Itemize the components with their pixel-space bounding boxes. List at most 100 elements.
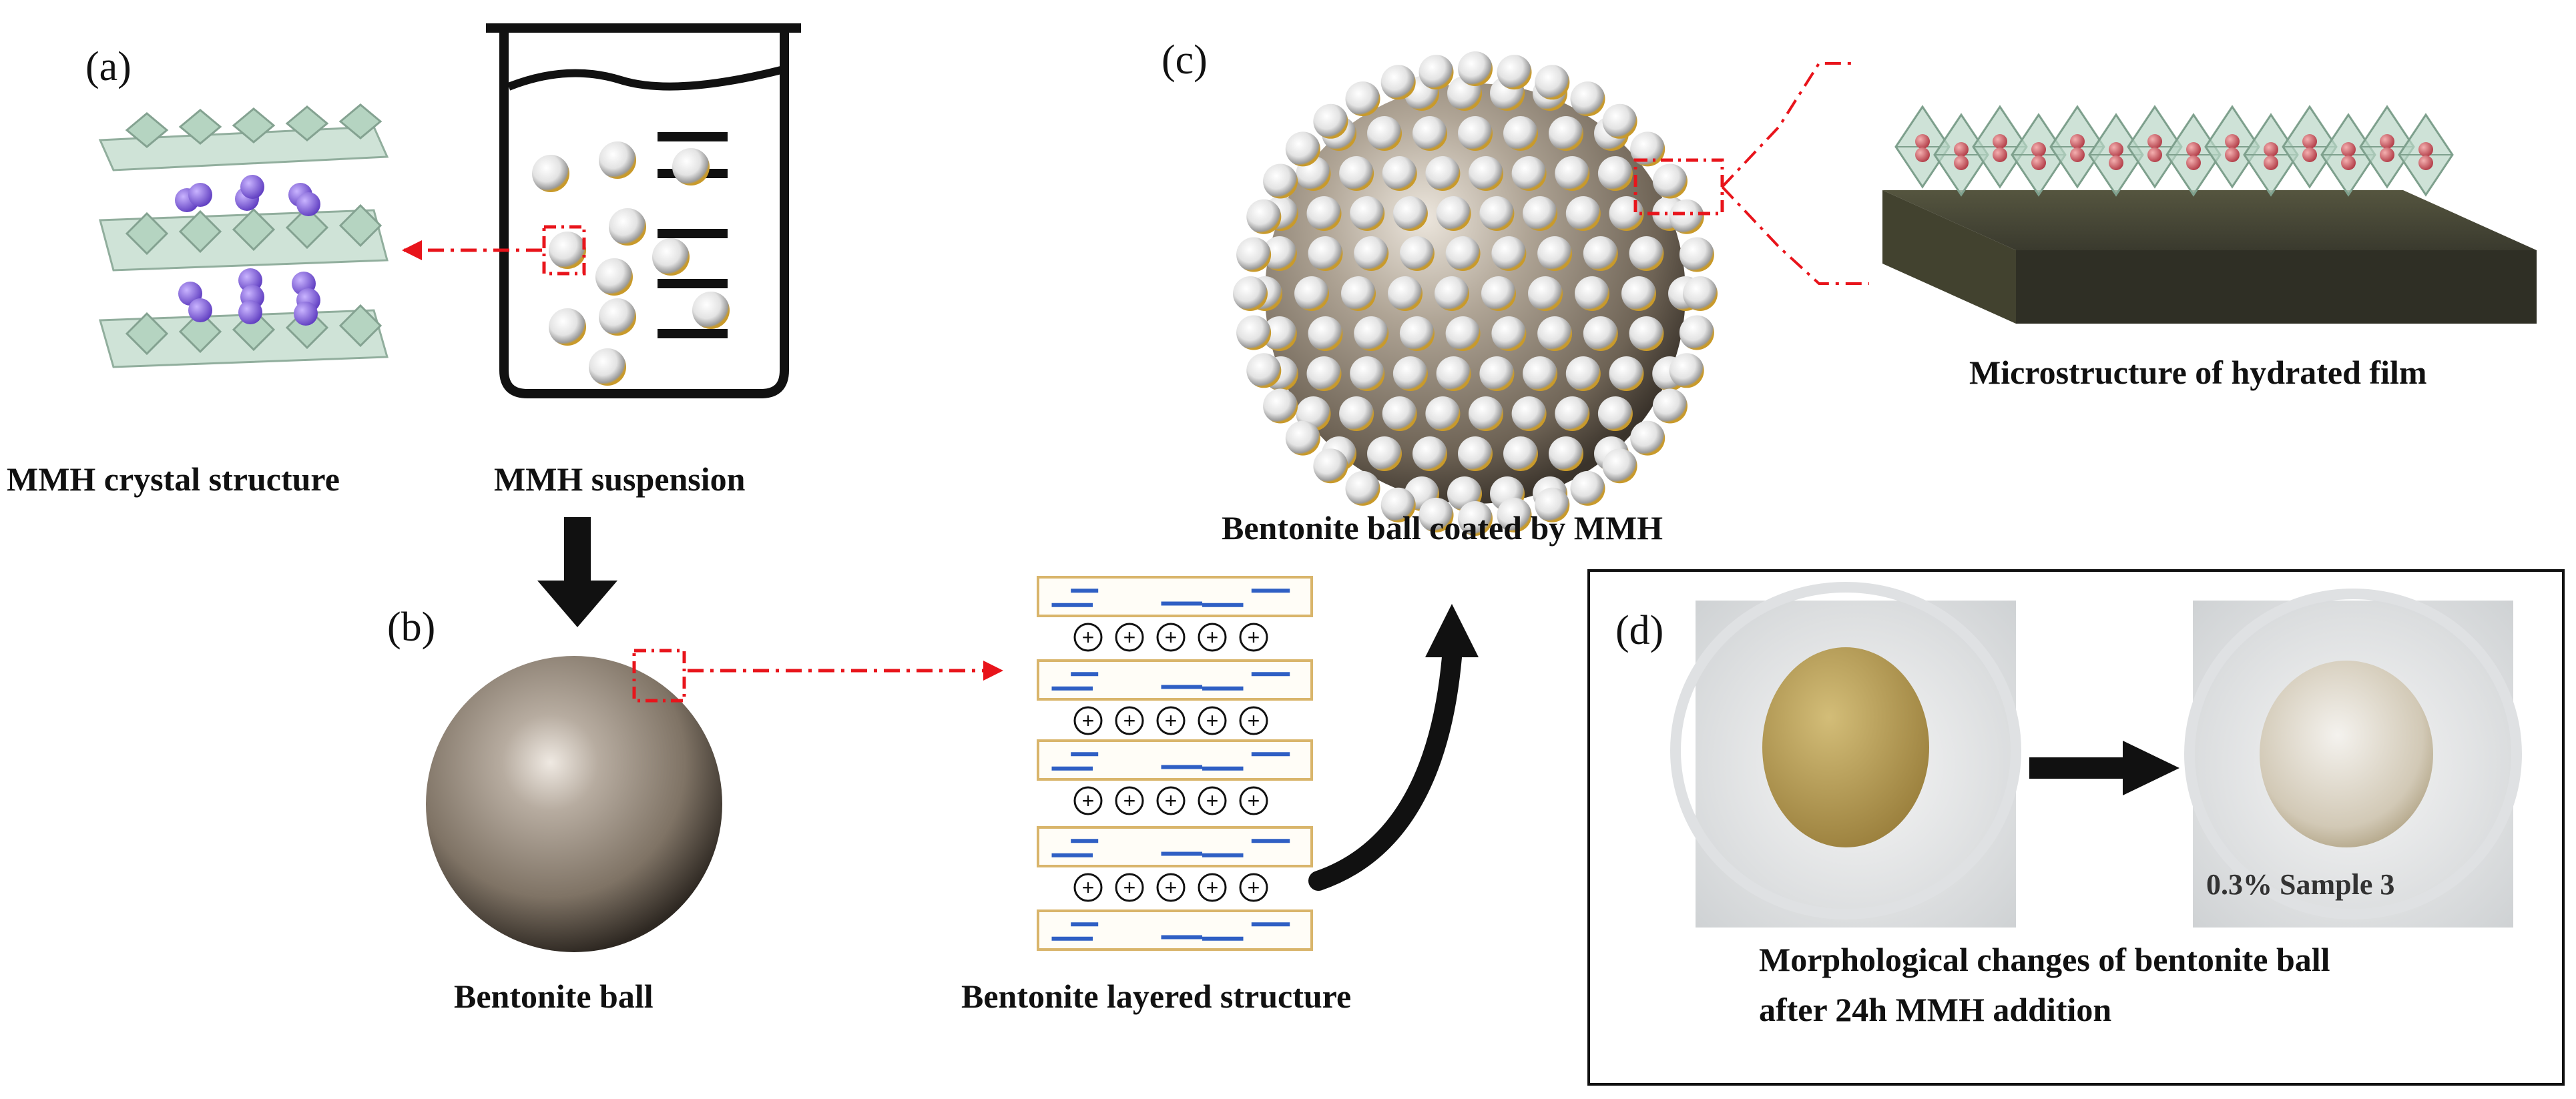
cation: +: [1198, 706, 1227, 735]
mmh-particle: [1236, 315, 1272, 350]
mmh-particle: [1629, 236, 1664, 271]
panel-label-d: (d): [1615, 608, 1663, 653]
mmh-particle: [1497, 55, 1532, 90]
svg-text:+: +: [1082, 709, 1095, 733]
mmh-particle: [1367, 116, 1402, 151]
mmh-particle: [1458, 501, 1493, 536]
octahedron: [2320, 113, 2376, 197]
cation: +: [1239, 706, 1268, 735]
octahedron: [2282, 105, 2338, 189]
mmh-particle: [1469, 396, 1503, 431]
svg-text:+: +: [1123, 709, 1136, 733]
panel-label-a: (a): [85, 44, 132, 89]
svg-text:+: +: [1206, 625, 1219, 649]
mmh-particle: [1350, 196, 1385, 231]
mmh-particle: [1469, 156, 1503, 191]
mmh-particle: [1503, 436, 1538, 471]
mmh-particle: [1679, 315, 1714, 350]
mmh-particle: [1511, 156, 1547, 191]
mmh-particle: [1570, 470, 1605, 506]
mmh-particle: [1609, 356, 1644, 391]
octahedron: [1972, 105, 2028, 189]
black-arrow-right: [2029, 741, 2179, 795]
mmh-particle: [1445, 236, 1481, 271]
mmh-particle: [1294, 276, 1329, 311]
mmh-particle: [1382, 396, 1417, 431]
mmh-particle: [1669, 199, 1704, 234]
mmh-particle: [1341, 276, 1376, 311]
mmh-particle: [1350, 356, 1385, 391]
mmh-particle: [1565, 356, 1601, 391]
mmh-particle: [1399, 316, 1435, 351]
caption-bentonite-ball: Bentonite ball: [454, 978, 654, 1015]
mmh-particle: [1308, 316, 1343, 351]
mmh-particle: [1306, 196, 1342, 231]
down-arrow: [537, 517, 617, 627]
svg-text:+: +: [1123, 875, 1136, 899]
svg-text:+: +: [1082, 789, 1095, 813]
suspension-particles: [532, 141, 730, 386]
mmh-particle: [1549, 436, 1583, 471]
mmh-particle: [1345, 470, 1380, 506]
mmh-particle: [1503, 116, 1538, 151]
svg-text:+: +: [1248, 709, 1260, 733]
mmh-particle: [1491, 316, 1527, 351]
mmh-particle: [1630, 131, 1665, 167]
caption-morph-line1: Morphological changes of bentonite ball: [1759, 941, 2330, 978]
mmh-particle: [1388, 276, 1423, 311]
svg-text:+: +: [1206, 789, 1219, 813]
panel-label-b: (b): [387, 605, 435, 650]
mmh-particle: [1629, 316, 1664, 351]
mmh-particle: [1262, 316, 1297, 351]
svg-text:+: +: [1082, 625, 1095, 649]
mmh-particle: [1436, 356, 1471, 391]
mmh-particle: [1263, 163, 1298, 199]
svg-text:+: +: [1206, 875, 1219, 899]
mmh-particle: [1425, 156, 1461, 191]
mmh-particle: [1399, 236, 1435, 271]
mmh-particle: [1233, 276, 1268, 311]
mmh-particle: [1263, 388, 1298, 424]
bentonite-layered-structure: ++++++++++++++++++++: [1037, 576, 1313, 951]
mmh-particle: [1285, 131, 1320, 167]
cation: +: [1115, 786, 1144, 815]
mmh-particle: [1602, 448, 1637, 484]
panel-d-frame: [1587, 569, 2565, 1086]
mmh-particle: [1445, 316, 1481, 351]
mmh-particle: [1597, 156, 1633, 191]
mmh-particle: [1528, 276, 1563, 311]
mmh-particle: [1597, 396, 1633, 431]
mmh-crystal-structure-graphic: [98, 103, 389, 368]
mmh-particle: [1549, 116, 1583, 151]
svg-text:+: +: [1248, 789, 1260, 813]
octahedron: [2049, 105, 2105, 189]
photo-sample-label: 0.3% Sample 3: [2206, 868, 2394, 901]
mmh-particle: [1652, 388, 1688, 424]
mmh-particle: [1555, 156, 1590, 191]
beaker-graphic: [486, 23, 801, 398]
mmh-particle: [1511, 396, 1547, 431]
mmh-particle: [1435, 276, 1469, 311]
clay-layer: [1037, 659, 1313, 701]
mmh-particle: [1246, 353, 1282, 388]
svg-text:+: +: [1123, 789, 1136, 813]
svg-text:+: +: [1165, 625, 1178, 649]
cation: +: [1156, 873, 1186, 902]
cation: +: [1115, 623, 1144, 652]
octahedron: [1894, 105, 1951, 189]
mmh-particle: [1236, 237, 1272, 272]
interlayer-ions: [175, 175, 320, 326]
svg-text:+: +: [1248, 875, 1260, 899]
cation: +: [1156, 623, 1186, 652]
cation: +: [1115, 873, 1144, 902]
mmh-particle: [1339, 156, 1374, 191]
mmh-particle: [1683, 276, 1718, 311]
bentonite-ball: [426, 656, 722, 952]
caption-mmh-suspension: MMH suspension: [494, 460, 746, 498]
mmh-particle: [1652, 163, 1688, 199]
photo-before: [1670, 582, 2021, 928]
mmh-particle: [1535, 65, 1570, 100]
mmh-particle: [1491, 236, 1527, 271]
cation: +: [1073, 786, 1103, 815]
